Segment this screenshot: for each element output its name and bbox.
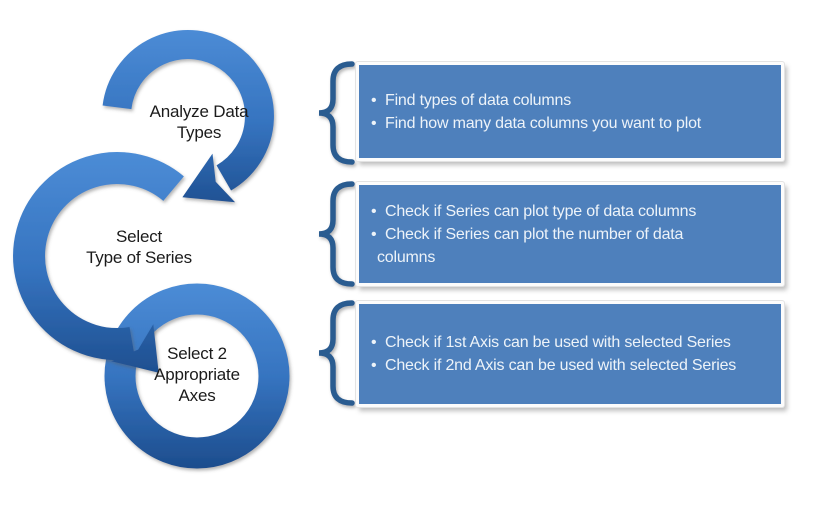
arrowhead-step-2 [111, 324, 159, 373]
bullet-text: Check if Series can plot type of data co… [385, 202, 697, 220]
bullet-item-continuation: columns [371, 246, 773, 269]
arrowhead-step-1 [182, 153, 236, 203]
bullet-item: • Check if 1st Axis can be used with sel… [371, 331, 773, 354]
bullet-item: • Check if 2nd Axis can be used with sel… [371, 354, 773, 377]
brace-icon-1 [318, 61, 355, 165]
step-label-1-line-1: Analyze Data [149, 102, 249, 121]
bullet-dot-icon: • [371, 357, 377, 374]
bullet-text: Find how many data columns you want to p… [385, 114, 702, 132]
step-label-1: Analyze Data Types [119, 101, 279, 143]
bullet-dot-icon: • [371, 114, 377, 132]
bullet-dot-icon: • [371, 334, 377, 351]
circular-arrow-step-1 [102, 30, 274, 203]
bullet-item: • Check if Series can plot type of data … [371, 200, 773, 223]
callout-box-1: • Find types of data columns • Find how … [356, 62, 784, 161]
bullet-dot-icon: • [371, 91, 377, 109]
step-label-3-line-1: Select 2 [167, 344, 227, 363]
step-label-3: Select 2 Appropriate Axes [117, 343, 277, 406]
step-label-2-line-2: Type of Series [86, 248, 192, 267]
bullet-dot-icon: • [371, 225, 377, 243]
bullet-dot-icon: • [371, 202, 377, 220]
circular-arrow-step-2 [13, 152, 184, 373]
step-label-1-line-2: Types [176, 123, 222, 142]
circular-arrow-step-3 [104, 283, 290, 469]
bullet-item: • Find how many data columns you want to… [371, 112, 773, 135]
bullet-text: Check if Series can plot the number of d… [385, 225, 684, 243]
step-label-3-line-3: Axes [178, 386, 216, 405]
bullet-text: Find types of data columns [385, 91, 572, 109]
step-label-3-line-2: Appropriate [154, 365, 240, 384]
brace-icon-2 [318, 181, 355, 287]
bullet-text: columns [377, 248, 436, 266]
bullet-item: • Find types of data columns [371, 89, 773, 112]
step-label-2-line-1: Select [115, 227, 163, 246]
callout-box-3: • Check if 1st Axis can be used with sel… [356, 301, 784, 407]
bullet-text: Check if 1st Axis can be used with selec… [385, 334, 731, 351]
bullet-text: Check if 2nd Axis can be used with selec… [385, 357, 737, 374]
callout-box-2: • Check if Series can plot type of data … [356, 182, 784, 286]
step-label-2: Select Type of Series [59, 226, 219, 268]
brace-icon-3 [318, 300, 355, 406]
bullet-item: • Check if Series can plot the number of… [371, 223, 773, 246]
